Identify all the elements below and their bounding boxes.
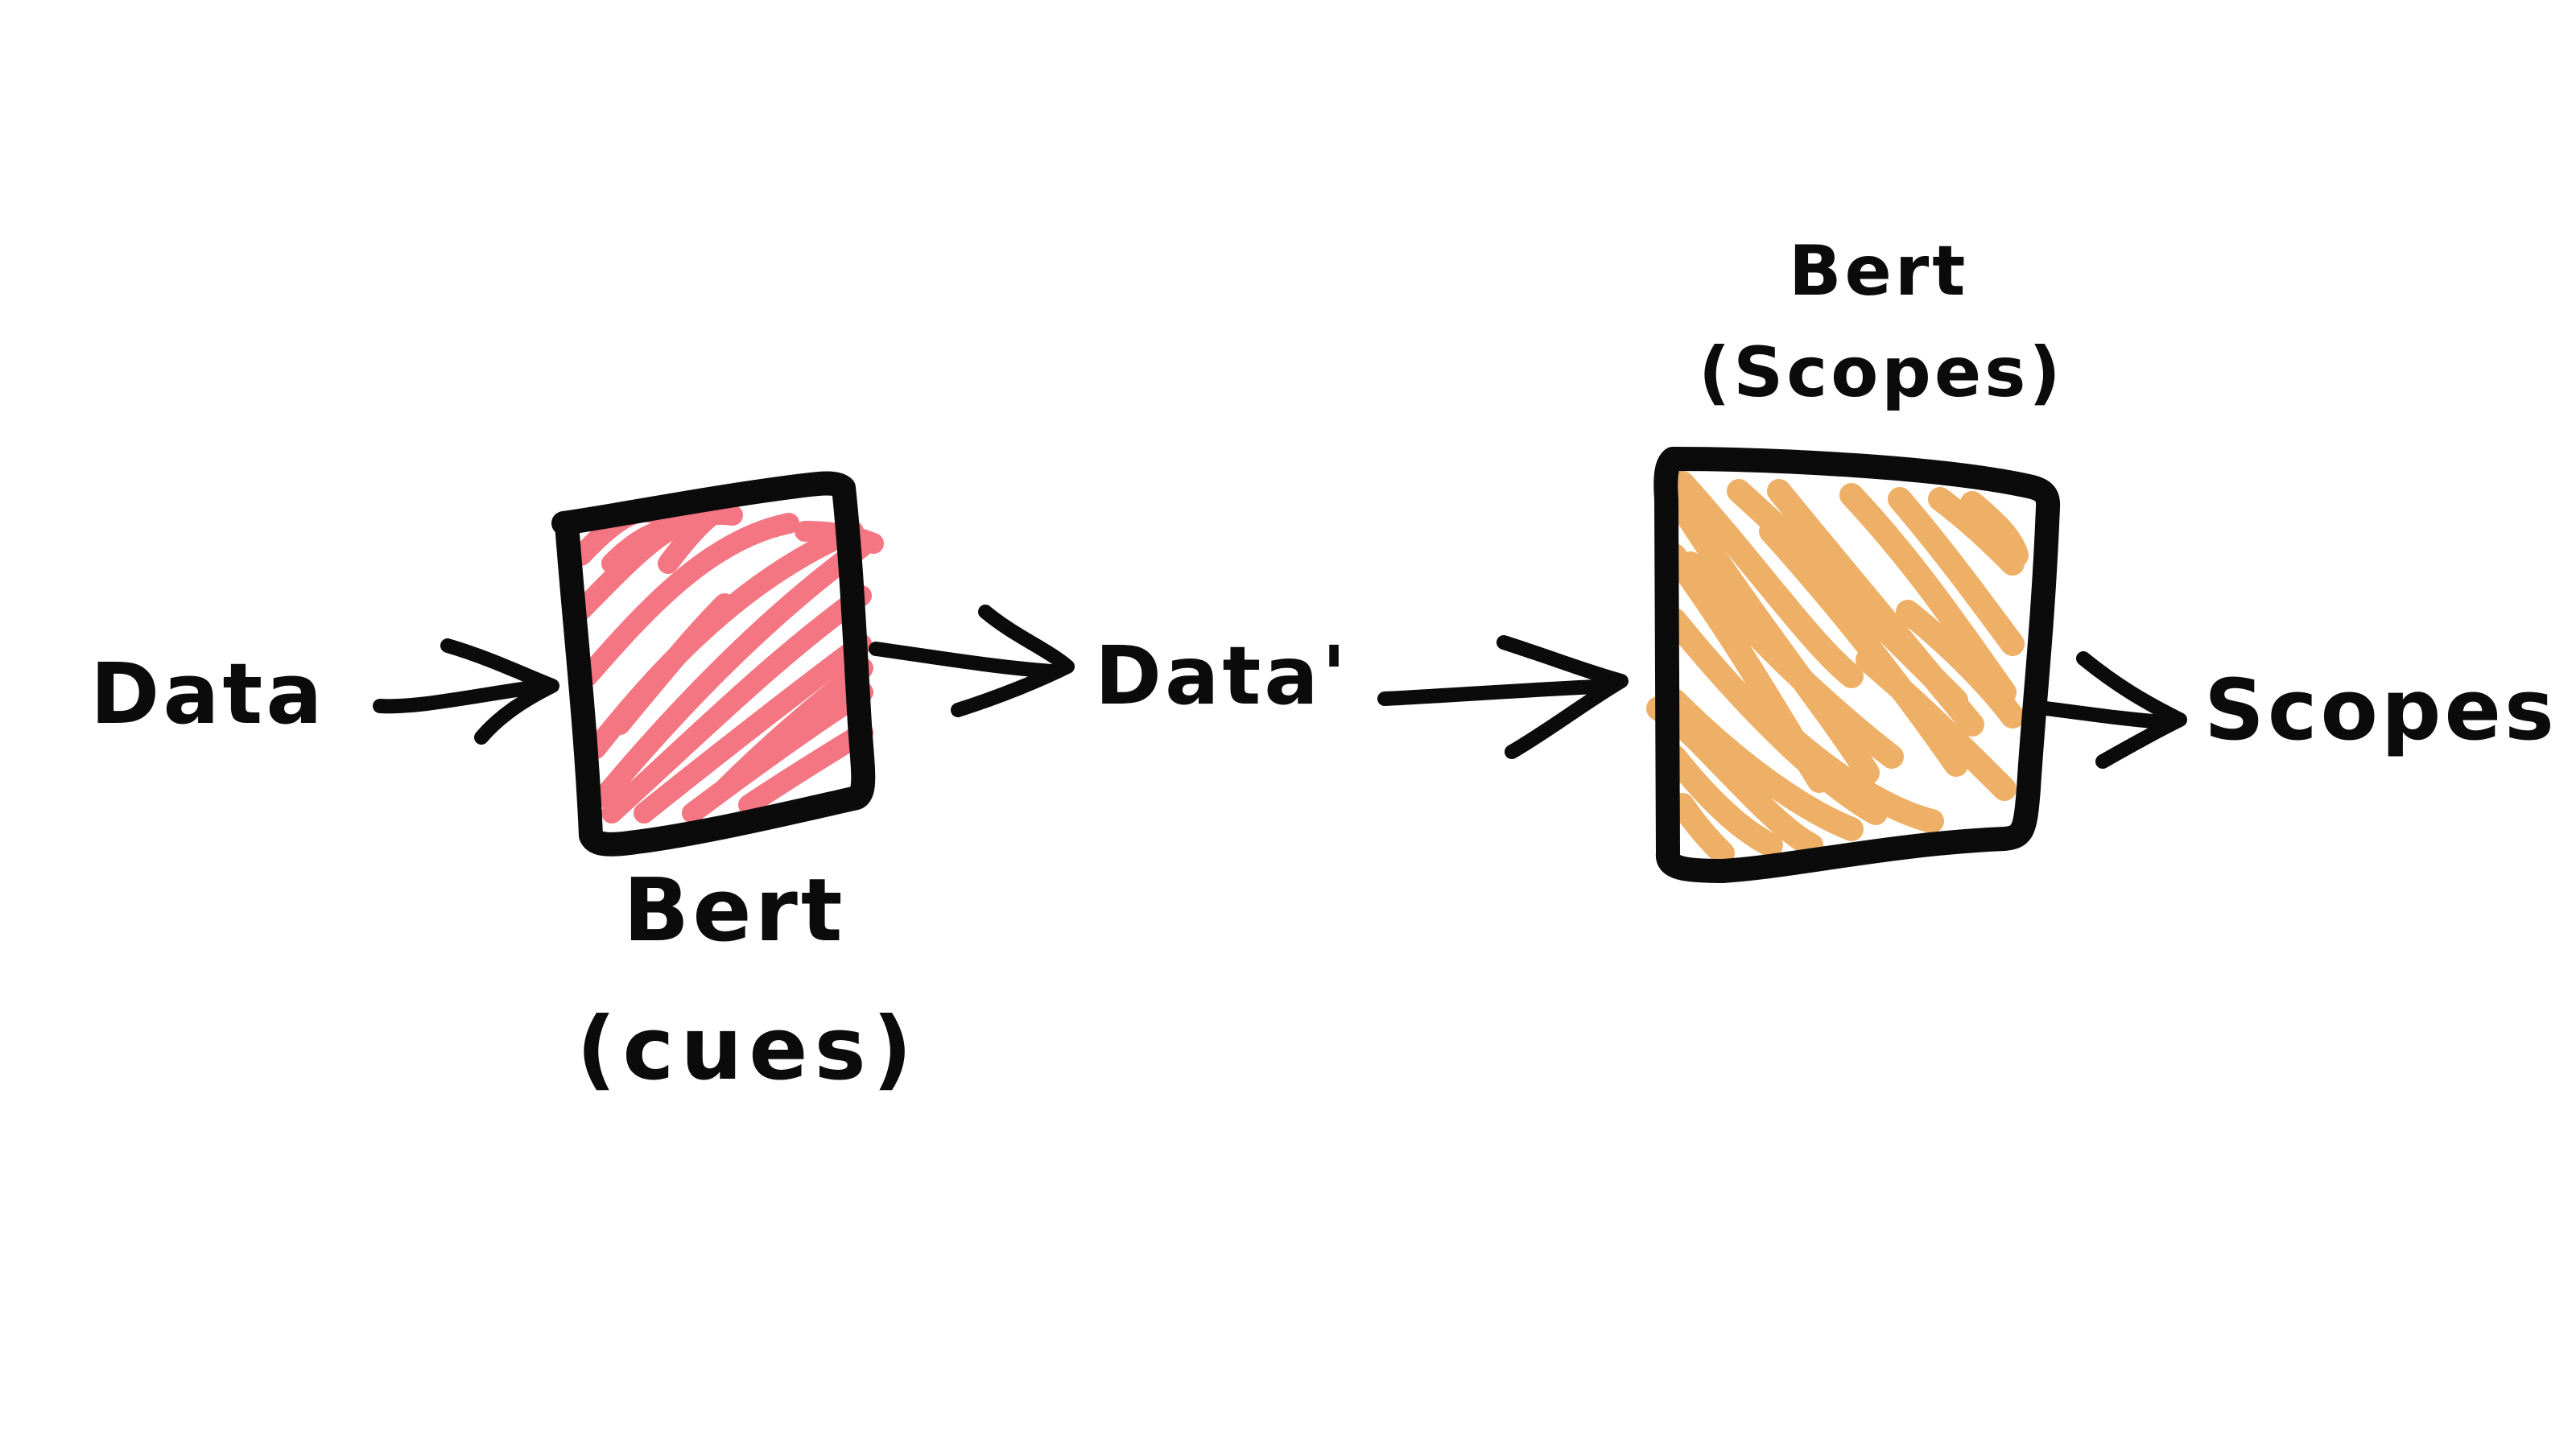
arrow-cue-model-to-data-prime: [869, 605, 1075, 717]
cue-model-fill: [569, 497, 884, 824]
intermediate-data-label: Data': [1095, 629, 1350, 723]
cue-model-title: Bert: [623, 861, 846, 961]
scope-model-title: Bert: [1789, 231, 1969, 312]
arrow-scope-model-to-output: [2026, 651, 2187, 769]
cue-model-subtitle: (cues): [576, 999, 919, 1100]
arrow-data-prime-to-scope-model: [1377, 635, 1629, 759]
cue-model-box: [551, 471, 876, 857]
arrow-data-to-cue-model: [373, 638, 559, 745]
scope-model-subtitle: (Scopes): [1699, 332, 2064, 413]
output-scopes-label: Scopes: [2204, 661, 2557, 759]
scope-model-box: [1653, 447, 2061, 883]
scope-model-fill: [1646, 471, 2029, 865]
input-data-label: Data: [90, 645, 326, 743]
